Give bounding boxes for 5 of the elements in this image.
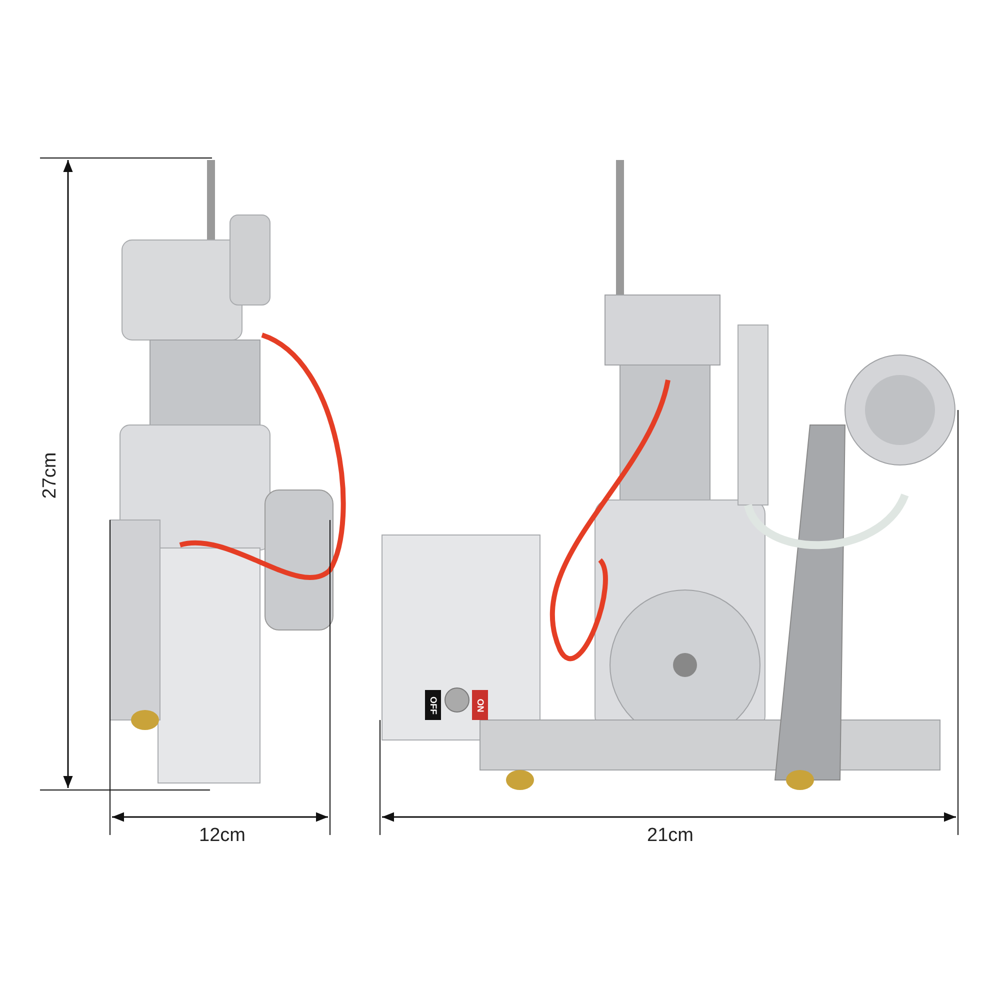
dimension-label: 21cm [647, 826, 694, 844]
dimension-label: 27cm [40, 452, 60, 498]
switch-label: OFF [428, 696, 438, 714]
dimension-label: 12cm [199, 826, 246, 844]
switch-label: ON [475, 698, 484, 712]
